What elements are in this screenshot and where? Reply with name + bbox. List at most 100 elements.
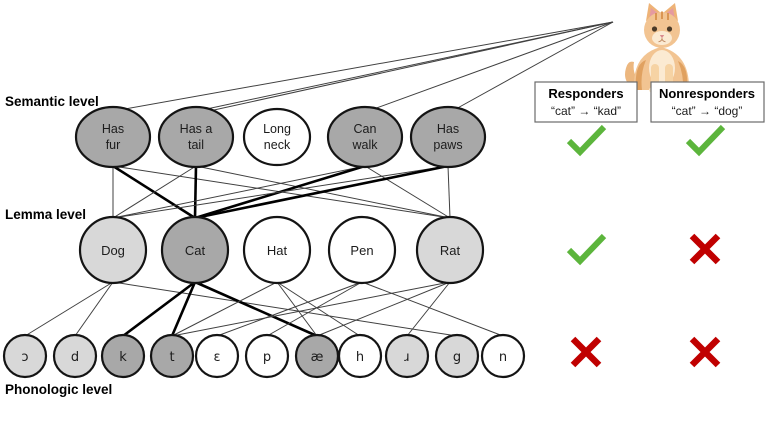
outcome-marks <box>566 124 726 368</box>
cross-icon <box>570 336 602 368</box>
edge-line <box>194 280 318 338</box>
nonresponders-box: Nonresponders “cat” → “dog” <box>650 81 765 123</box>
nonresponders-title: Nonresponders <box>659 86 755 101</box>
edge-line <box>266 281 363 337</box>
node-label: paws <box>433 138 462 152</box>
node-label: fur <box>106 138 121 152</box>
node-rat: Rat <box>415 215 485 285</box>
node-label: Has <box>102 122 124 136</box>
has-paws-circle <box>409 105 487 169</box>
phoneme-label: d <box>71 350 79 365</box>
edge-line <box>447 165 451 219</box>
node-dog: Dog <box>78 215 148 285</box>
node-label: tail <box>188 138 204 152</box>
phoneme-circle <box>52 333 98 379</box>
edge-line <box>112 165 197 219</box>
semantic-level-label: Semantic level <box>5 94 99 109</box>
responders-box: Responders “cat” → “kad” <box>534 81 638 123</box>
edge-line <box>194 164 449 220</box>
node-label: Hat <box>267 243 288 258</box>
lemma-level: Dog Cat Hat Pen Rat <box>78 215 485 285</box>
responders-mapping: “cat” → “kad” <box>551 104 621 118</box>
node-label: Has <box>437 122 459 136</box>
phoneme-label: æ <box>311 350 324 365</box>
phoneme-label: t <box>169 350 174 365</box>
edge-line <box>453 21 614 111</box>
nonresponders-mapping: “cat” → “dog” <box>672 104 743 118</box>
edge-line <box>170 281 197 337</box>
node-label: neck <box>264 138 291 152</box>
edge-line <box>171 281 451 337</box>
edge-line <box>276 281 361 337</box>
edge-line <box>122 280 196 338</box>
phoneme-label: h <box>356 350 364 365</box>
node-has-paws: Has paws <box>409 105 487 169</box>
has-fur-circle <box>74 105 152 169</box>
edge-line <box>112 165 449 219</box>
cross-icon <box>689 336 721 368</box>
node-pen: Pen <box>327 215 397 285</box>
node-phoneme: n <box>480 333 526 379</box>
node-phoneme: g <box>434 333 480 379</box>
edge-line <box>118 21 614 111</box>
edge-line <box>112 281 458 337</box>
check-icon <box>566 233 607 266</box>
pen-circle <box>327 215 397 285</box>
node-label: walk <box>351 138 378 152</box>
node-long-neck: Long neck <box>242 107 312 167</box>
edge-line <box>193 165 198 219</box>
cat-circle <box>160 215 230 285</box>
lemma-level-label: Lemma level <box>5 207 86 222</box>
node-label: Can <box>354 122 377 136</box>
check-icon <box>566 124 607 157</box>
phoneme-label: g <box>453 350 461 365</box>
semantic-level: Has fur Has a tail Long neck Can walk Ha… <box>74 105 487 169</box>
cat-image <box>625 3 690 94</box>
node-label: Long <box>263 122 291 136</box>
phoneme-label: ɔ <box>21 350 28 365</box>
can-walk-circle <box>326 105 404 169</box>
phoneme-circle <box>149 333 195 379</box>
edge-line <box>406 281 451 337</box>
has-a-tail-circle <box>157 105 235 169</box>
phoneme-label: ɛ <box>213 350 220 365</box>
phoneme-label: p <box>263 350 271 365</box>
edge-line <box>216 281 363 337</box>
phoneme-circle <box>434 333 480 379</box>
edge-line <box>171 281 278 337</box>
phonologic-level: ɔ d k t ɛ p æ h <box>2 333 526 379</box>
node-phoneme: t <box>149 333 195 379</box>
long-neck-circle <box>242 107 312 167</box>
node-label: Rat <box>440 243 461 258</box>
check-icon <box>685 124 726 157</box>
node-can-walk: Can walk <box>326 105 404 169</box>
responders-title: Responders <box>548 86 623 101</box>
node-label: Dog <box>101 243 125 258</box>
node-label: Cat <box>185 243 206 258</box>
edge-layer <box>24 21 614 338</box>
phoneme-label: k <box>119 350 127 365</box>
edge-line <box>112 165 366 219</box>
node-has-a-tail: Has a tail <box>157 105 235 169</box>
rat-circle <box>415 215 485 285</box>
node-label: Pen <box>350 243 373 258</box>
node-hat: Hat <box>242 215 312 285</box>
node-phoneme: ɹ <box>384 333 430 379</box>
node-phoneme: d <box>52 333 98 379</box>
phoneme-circle <box>384 333 430 379</box>
node-cat: Cat <box>160 215 230 285</box>
phoneme-circle <box>480 333 526 379</box>
edge-line <box>370 21 614 111</box>
node-has-fur: Has fur <box>74 105 152 169</box>
node-label: Has a <box>180 122 213 136</box>
phoneme-label: ɹ <box>404 350 409 365</box>
node-phoneme: h <box>337 333 383 379</box>
node-phoneme: k <box>100 333 146 379</box>
hat-circle <box>242 215 312 285</box>
phoneme-circle <box>244 333 290 379</box>
phonologic-level-label: Phonologic level <box>5 382 112 397</box>
phoneme-label: n <box>499 350 507 365</box>
node-phoneme: p <box>244 333 290 379</box>
edge-line <box>74 281 114 337</box>
